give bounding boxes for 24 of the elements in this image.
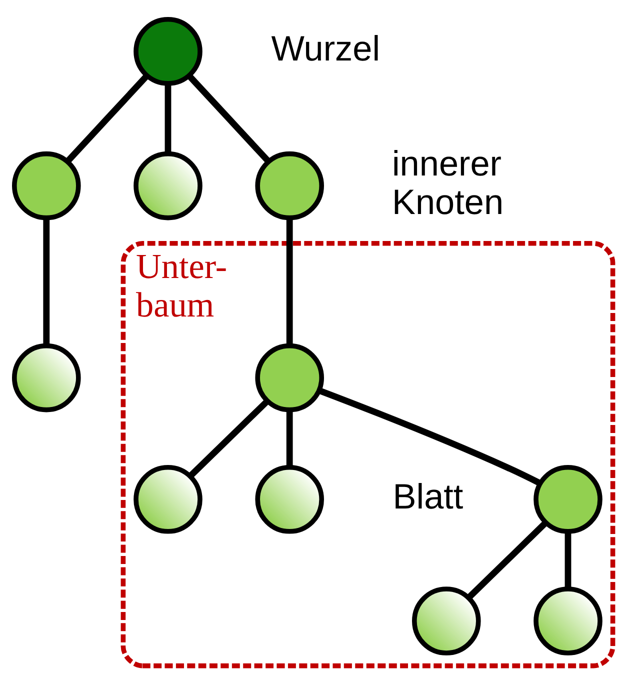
node-circle [412,586,481,655]
connector [318,387,542,486]
node-circle [12,342,81,412]
node-circle [134,16,202,86]
connector [186,73,271,163]
node-circle [255,464,324,534]
node-circle [534,586,602,655]
connector [164,82,172,153]
connector [65,73,150,163]
connector [286,218,293,345]
node-label: Blatt [392,476,464,516]
node-label: Wurzel [271,28,380,68]
node-circle [534,464,602,534]
node-circle [12,150,81,220]
node-circle [134,150,202,220]
connector [466,520,548,600]
node-circle [255,150,324,220]
connector [286,409,293,466]
connector [564,531,572,588]
connector [43,218,50,345]
connector [188,398,270,478]
node-label: innerer Knoten [392,144,504,222]
node-circle [134,464,202,534]
node-circle [255,342,324,412]
